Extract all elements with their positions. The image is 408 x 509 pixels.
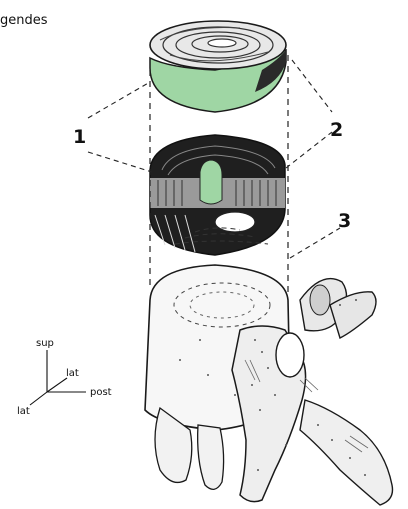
vertebral-foramen (276, 333, 304, 377)
spinous-process (300, 400, 393, 505)
axis-label-post: post (90, 387, 112, 398)
label-3: 3 (338, 210, 351, 232)
label-2: 2 (330, 119, 343, 141)
axis-label-lat-oblique: lat (66, 368, 79, 379)
label-1: 1 (73, 126, 86, 148)
middle-disc (150, 135, 285, 255)
axis-lat-low (30, 392, 47, 405)
axis-label-lat-low: lat (17, 406, 30, 417)
axis-lat-oblique (47, 378, 67, 392)
nucleus-pulposus (200, 160, 222, 204)
title-fragment: gendes (0, 13, 48, 28)
axis-label-sup: sup (36, 338, 54, 349)
nucleus-opening (208, 39, 236, 47)
vertebra (145, 265, 393, 505)
top-disc (150, 21, 286, 112)
